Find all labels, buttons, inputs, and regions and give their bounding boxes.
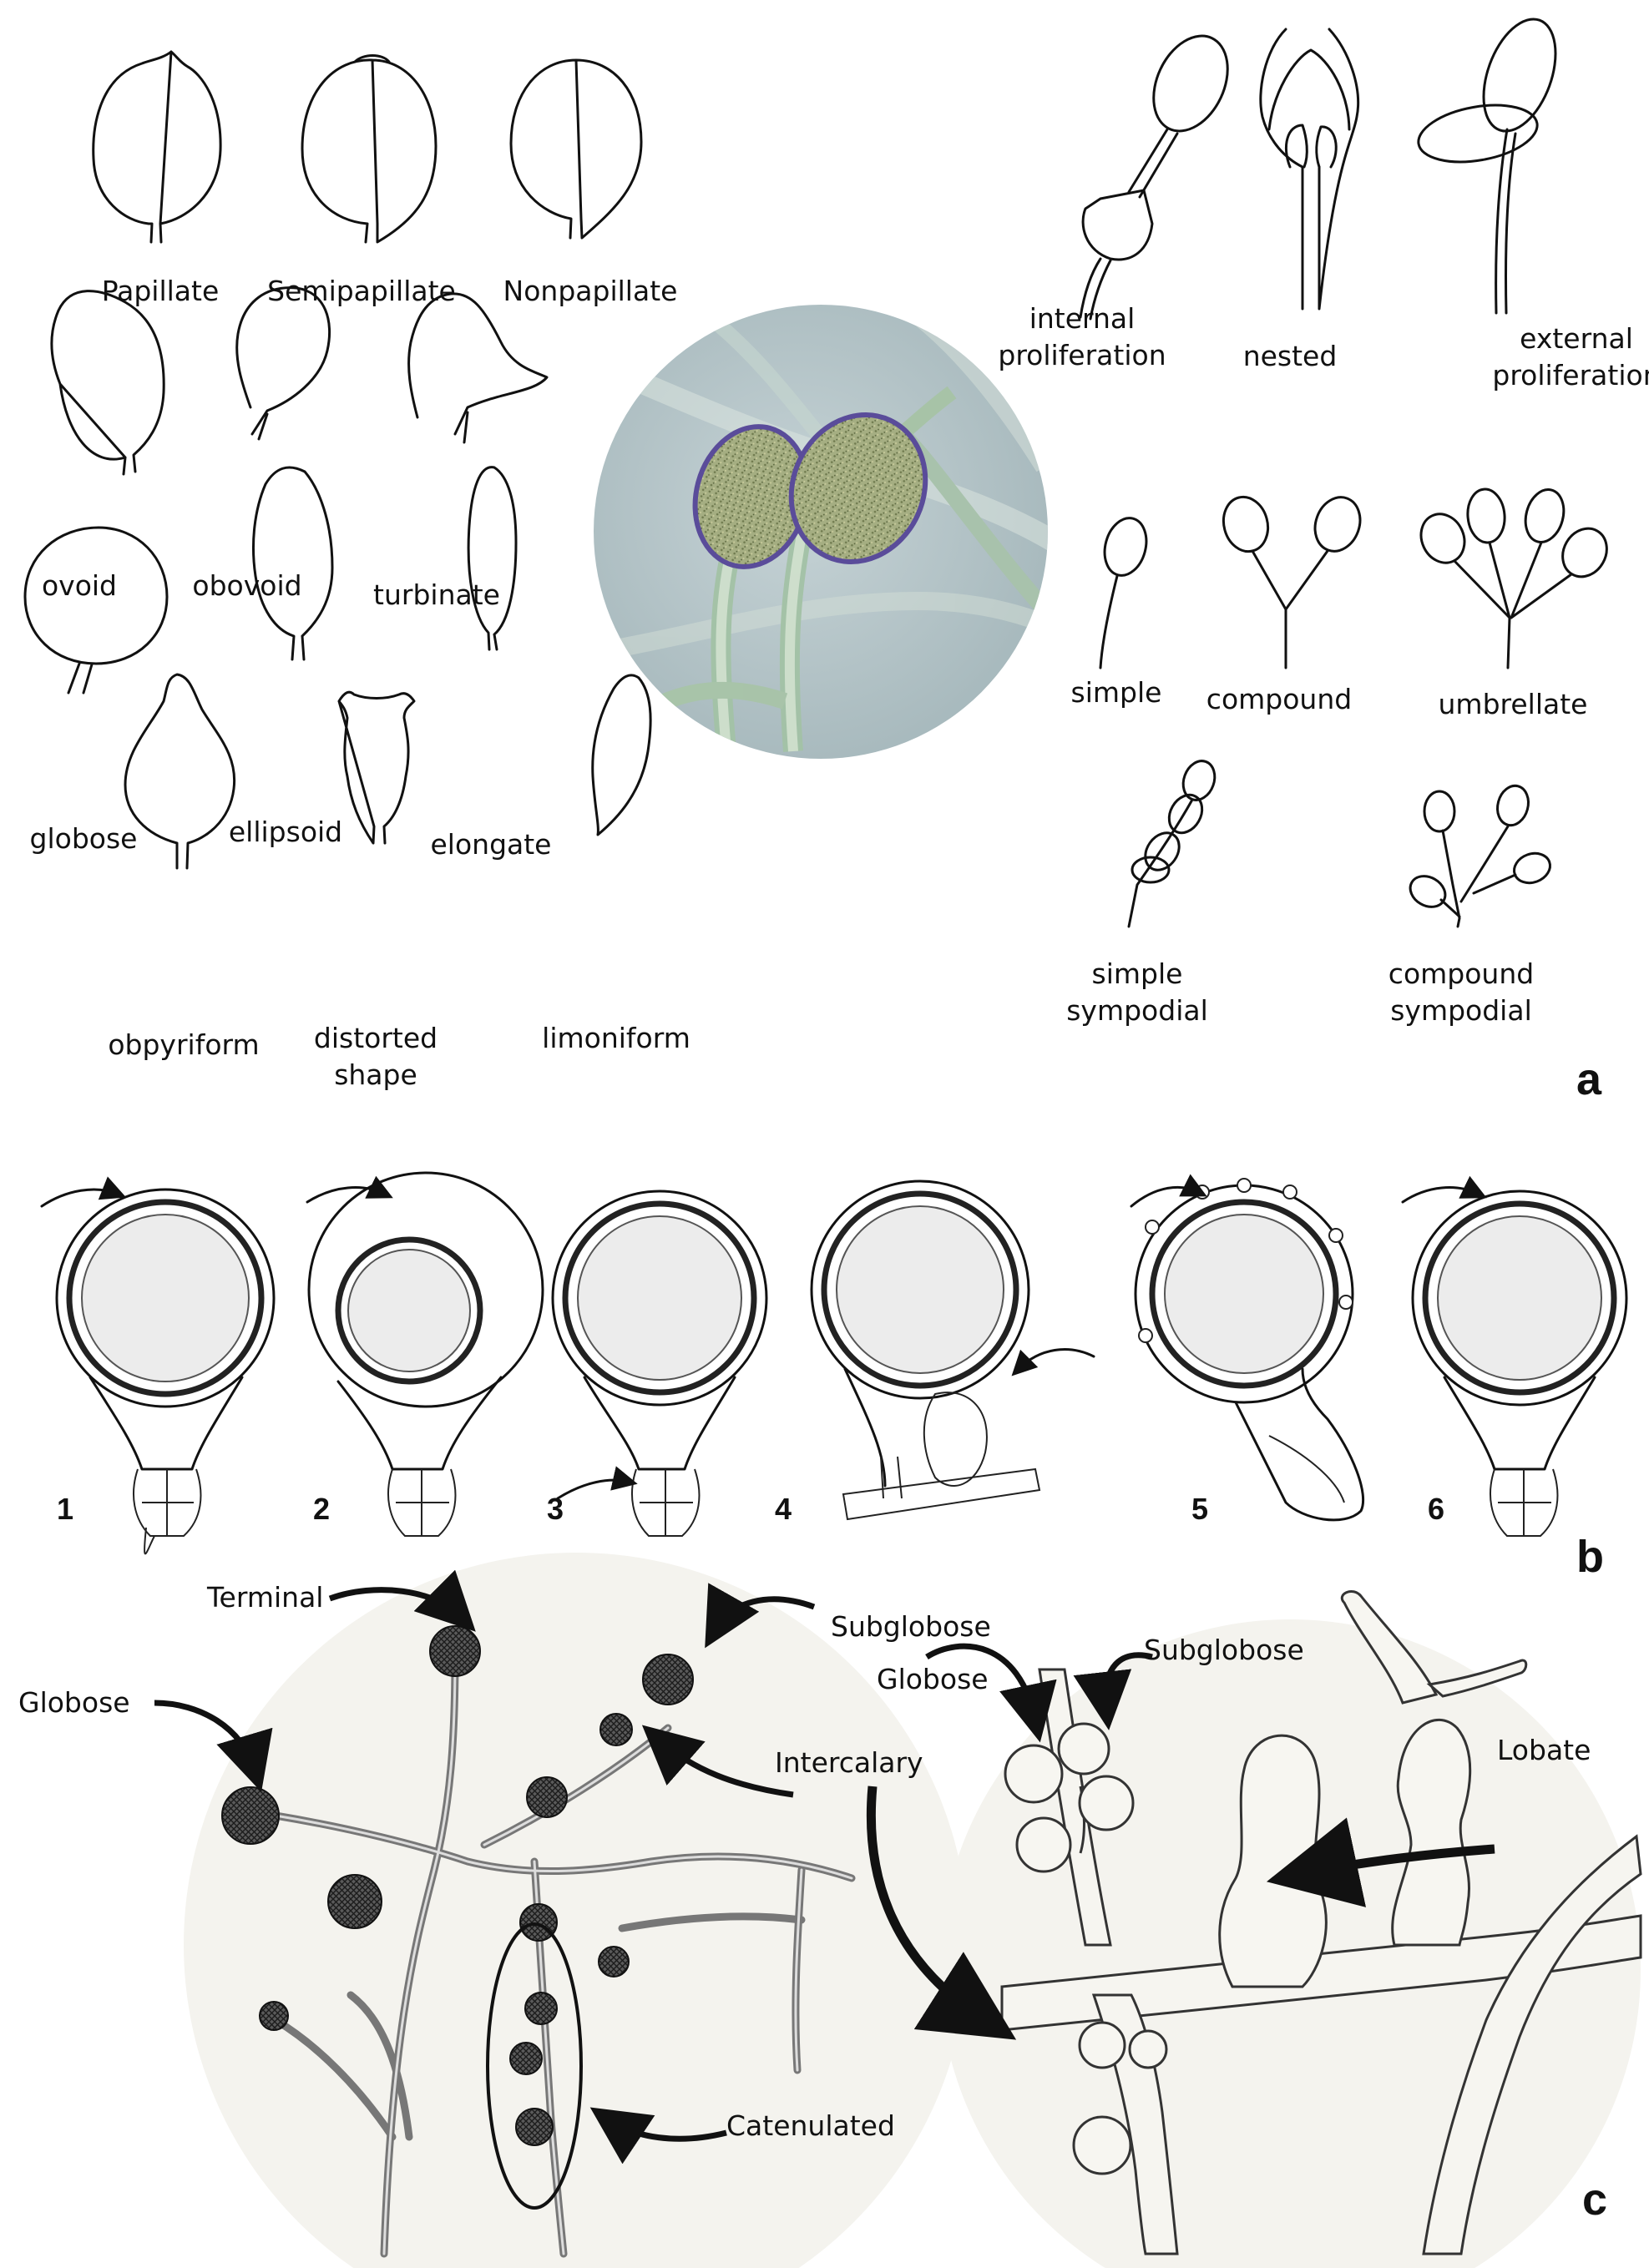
catenulated-highlight-oval — [486, 1922, 583, 2210]
sporangium-obovoid-drawing — [235, 286, 331, 441]
sporangium-papillate-drawing — [92, 50, 222, 244]
label-umbrellate: umbrellate — [1438, 688, 1588, 720]
label-terminal: Terminal — [207, 1581, 324, 1614]
sporangium-semipapillate-drawing — [301, 54, 438, 244]
label-subglobose-left: Subglobose — [831, 1610, 991, 1643]
label-external-line2: proliferation — [1492, 359, 1649, 391]
label-catenulated: Catenulated — [726, 2109, 895, 2142]
micrograph-sporangia — [594, 305, 1048, 759]
label-nonpapillate: Nonpapillate — [503, 275, 678, 307]
label-external-proliferation: external proliferation — [1492, 321, 1649, 394]
label-ellipsoid: ellipsoid — [228, 816, 343, 848]
sporangium-globose-drawing — [23, 526, 169, 695]
sporangium-limoniform-drawing — [591, 674, 652, 836]
panel-letter-c: c — [1582, 2175, 1608, 2225]
oospore-type-6-drawing — [1401, 1175, 1628, 1537]
label-simple-sympodial: simple sympodial — [1066, 956, 1208, 1029]
sporangium-elongate-drawing — [467, 466, 518, 651]
panel-b-number-1: 1 — [57, 1492, 74, 1526]
label-internal-line1: internal — [1029, 302, 1136, 335]
label-globose-right: Globose — [877, 1663, 989, 1695]
label-papillate: Papillate — [101, 275, 220, 307]
label-obovoid: obovoid — [192, 569, 302, 602]
chlamydospores-meshed — [221, 1625, 694, 2146]
panel-letter-a: a — [1576, 1054, 1602, 1104]
label-globose: globose — [29, 822, 138, 855]
label-internal-line2: proliferation — [998, 339, 1166, 371]
sporangium-ellipsoid-drawing — [251, 466, 334, 661]
oospore-type-5-drawing — [1130, 1174, 1365, 1522]
compound-sympodial-drawing — [1409, 784, 1551, 928]
label-distorted-line1: distorted — [313, 1022, 438, 1054]
oospore-type-2-drawing — [306, 1171, 544, 1537]
label-turbinate: turbinate — [373, 578, 500, 611]
panel-b-number-3: 3 — [547, 1492, 564, 1526]
compound-sporangiophore-drawing — [1222, 495, 1362, 669]
panel-b-number-4: 4 — [775, 1492, 792, 1526]
panel-b-number-6: 6 — [1428, 1492, 1445, 1526]
internal-proliferation-drawing — [1079, 34, 1229, 321]
label-simple-sympodial-line2: sympodial — [1066, 994, 1208, 1027]
umbrellate-sporangiophore-drawing — [1419, 487, 1608, 669]
panel-letter-b: b — [1576, 1532, 1604, 1582]
label-external-line1: external — [1520, 322, 1633, 355]
label-limoniform: limoniform — [542, 1022, 690, 1054]
chlamydospore-left-drawing — [154, 1553, 969, 2268]
sporangium-nonpapillate-drawing — [509, 58, 643, 240]
external-proliferation-drawing — [1417, 18, 1557, 315]
label-elongate: elongate — [430, 828, 552, 861]
oospore-diagrams — [40, 1171, 1628, 1555]
label-compound-sympodial-line1: compound — [1388, 957, 1535, 990]
label-intercalary: Intercalary — [775, 1746, 923, 1779]
label-compound: compound — [1206, 683, 1353, 715]
oospore-type-3-drawing — [551, 1190, 768, 1537]
chlamydospore-right-drawing — [866, 1590, 1642, 2268]
label-lobate: Lobate — [1497, 1734, 1591, 1766]
oospore-type-4-drawing — [810, 1179, 1095, 1521]
label-nested: nested — [1242, 340, 1338, 372]
label-distorted-line2: shape — [334, 1058, 417, 1091]
label-obpyriform: obpyriform — [108, 1028, 260, 1061]
simple-sympodial-drawing — [1127, 760, 1217, 928]
panel-b-number-2: 2 — [313, 1492, 331, 1526]
label-ovoid: ovoid — [41, 569, 118, 602]
label-distorted-shape: distorted shape — [314, 1020, 438, 1094]
label-simple: simple — [1070, 676, 1162, 709]
label-compound-sympodial-line2: sympodial — [1390, 994, 1532, 1027]
sporangium-ovoid-drawing — [50, 290, 165, 476]
panel-b-number-5: 5 — [1191, 1492, 1209, 1526]
simple-sporangiophore-drawing — [1099, 517, 1148, 669]
sporangium-distorted-drawing — [337, 690, 416, 845]
sporangium-turbinate-drawing — [407, 292, 549, 444]
label-simple-sympodial-line1: simple — [1091, 957, 1183, 990]
label-semipapillate: Semipapillate — [267, 275, 456, 307]
nested-drawing — [1259, 28, 1360, 311]
label-internal-proliferation: internal proliferation — [998, 301, 1166, 374]
label-globose-left: Globose — [18, 1686, 130, 1719]
label-compound-sympodial: compound sympodial — [1388, 956, 1534, 1029]
oospore-type-1-drawing — [40, 1176, 276, 1555]
sporangium-obpyriform-drawing — [124, 673, 236, 870]
label-subglobose-right: Subglobose — [1144, 1634, 1304, 1666]
